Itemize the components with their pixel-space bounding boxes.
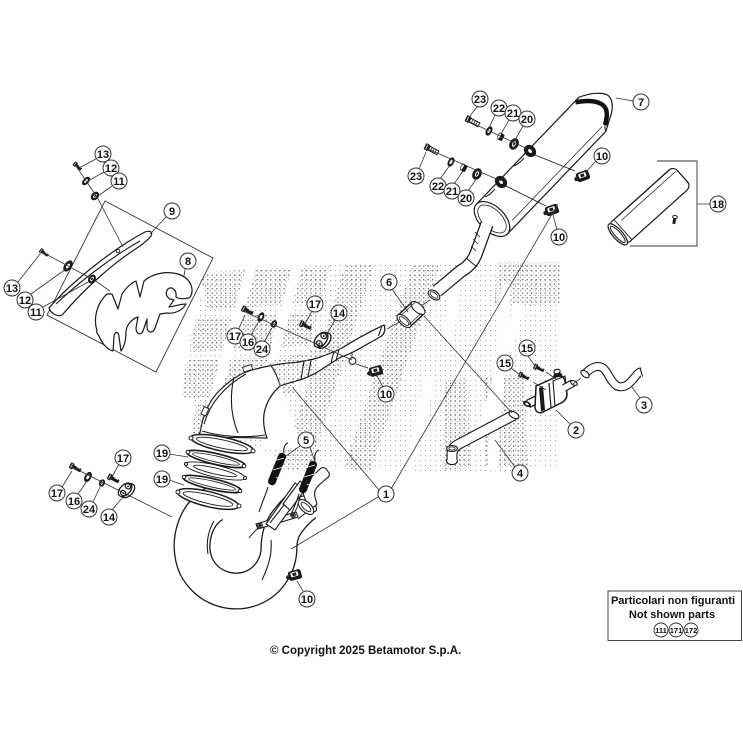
svg-text:13: 13 — [6, 283, 18, 295]
svg-text:Not shown parts: Not shown parts — [629, 609, 715, 621]
svg-text:23: 23 — [474, 94, 486, 106]
svg-text:18: 18 — [712, 199, 724, 211]
svg-text:10: 10 — [380, 389, 392, 401]
svg-text:172: 172 — [685, 626, 698, 635]
svg-text:171: 171 — [670, 626, 683, 635]
svg-text:9: 9 — [169, 206, 175, 218]
svg-text:7: 7 — [638, 97, 644, 109]
svg-text:17: 17 — [51, 488, 63, 500]
svg-text:21: 21 — [507, 108, 519, 120]
svg-text:5: 5 — [303, 435, 309, 447]
svg-text:1: 1 — [383, 489, 389, 501]
svg-text:17: 17 — [309, 299, 321, 311]
svg-text:14: 14 — [333, 308, 346, 320]
svg-text:6: 6 — [386, 277, 392, 289]
svg-text:16: 16 — [68, 496, 80, 508]
svg-text:22: 22 — [432, 181, 444, 193]
svg-text:10: 10 — [301, 594, 313, 606]
svg-text:111: 111 — [655, 626, 667, 635]
svg-text:3: 3 — [641, 400, 647, 412]
svg-text:14: 14 — [103, 512, 116, 524]
svg-text:20: 20 — [460, 193, 472, 205]
svg-text:20: 20 — [521, 114, 533, 126]
svg-text:24: 24 — [256, 344, 269, 356]
svg-text:Particolari non figuranti: Particolari non figuranti — [611, 595, 735, 607]
svg-text:12: 12 — [105, 163, 117, 175]
svg-text:10: 10 — [596, 151, 608, 163]
svg-text:17: 17 — [229, 331, 241, 343]
svg-text:19: 19 — [156, 448, 168, 460]
svg-text:19: 19 — [156, 474, 168, 486]
svg-text:© Copyright 2025 Betamotor S.p: © Copyright 2025 Betamotor S.p.A. — [270, 645, 461, 657]
svg-text:4: 4 — [517, 468, 524, 480]
svg-text:11: 11 — [113, 176, 125, 188]
svg-text:15: 15 — [499, 358, 511, 370]
svg-text:15: 15 — [521, 343, 533, 355]
svg-text:12: 12 — [19, 295, 31, 307]
svg-text:24: 24 — [83, 504, 96, 516]
svg-text:16: 16 — [242, 337, 254, 349]
svg-text:21: 21 — [446, 186, 458, 198]
svg-text:2: 2 — [573, 425, 579, 437]
svg-text:8: 8 — [185, 256, 191, 268]
svg-text:17: 17 — [117, 453, 129, 465]
svg-text:13: 13 — [97, 149, 109, 161]
svg-text:22: 22 — [493, 103, 505, 115]
svg-text:23: 23 — [410, 171, 422, 183]
svg-text:10: 10 — [553, 232, 565, 244]
svg-text:11: 11 — [30, 307, 42, 319]
